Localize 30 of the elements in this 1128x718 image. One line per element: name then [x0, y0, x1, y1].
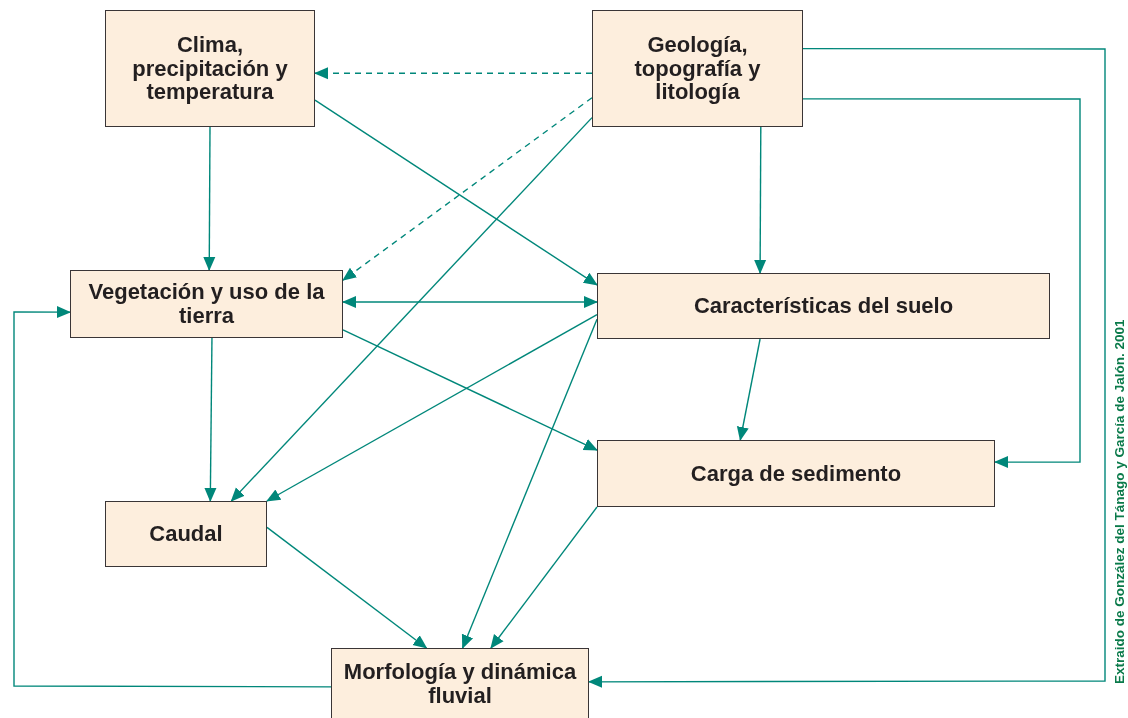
arrow [204, 337, 217, 502]
arrow [266, 526, 428, 649]
box-label: Caudal [148, 522, 224, 546]
process-box [105, 10, 315, 127]
box-label: Vegetación y uso de la tierra [87, 280, 326, 328]
arrow [754, 126, 767, 274]
process-box [105, 501, 267, 567]
arrow [230, 116, 593, 502]
arrow [13, 306, 332, 688]
arrow [802, 98, 1081, 469]
box-label: Carga de sedimento [689, 461, 903, 486]
arrow [314, 67, 593, 80]
arrow [342, 295, 598, 309]
process-box [597, 440, 995, 507]
arrow [461, 318, 598, 649]
arrow [342, 329, 598, 451]
arrow [266, 313, 598, 502]
process-box [597, 273, 1050, 339]
arrow [588, 47, 1106, 688]
process-box [592, 10, 803, 127]
process-box [70, 270, 343, 338]
process-box [331, 648, 589, 718]
box-label: Clima, precipitación y temperatura [131, 32, 289, 105]
box-label: Geología, topografía y litología [633, 32, 762, 105]
arrow [736, 338, 761, 441]
arrow [203, 126, 216, 271]
arrow [490, 506, 598, 649]
box-label: Morfología y dinámica fluvial [342, 660, 578, 708]
source-note: Extraido de González del Tánago y García de Jalón. 2001 [1112, 319, 1127, 684]
box-label: Características del suelo [692, 294, 955, 318]
